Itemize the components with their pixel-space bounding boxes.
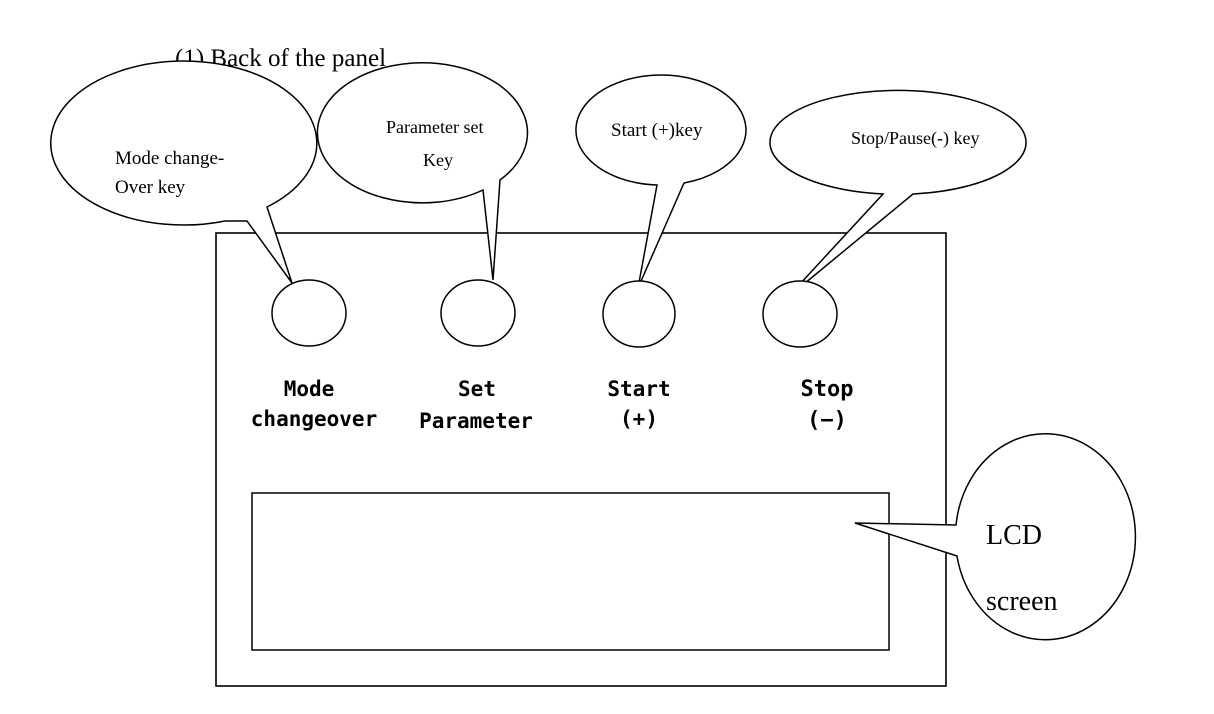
callout-start-label: Start (+)key	[611, 120, 703, 141]
callout-start-bubble	[575, 74, 747, 289]
callout-set-line2: Key	[423, 150, 453, 170]
callout-stop: Stop/Pause(-) key	[769, 89, 1027, 299]
callout-lcd-line1: LCD	[986, 520, 1042, 551]
callout-lcd: LCD screen	[854, 433, 1137, 641]
stop-button[interactable]	[762, 280, 838, 348]
callout-mode-line1: Mode change-	[115, 148, 224, 169]
start-button[interactable]	[602, 280, 676, 348]
lcd-screen	[251, 492, 890, 651]
mode-changeover-button[interactable]	[271, 279, 347, 347]
panel-body	[215, 232, 947, 687]
callout-set: Parameter set Key	[316, 62, 529, 281]
callout-set-bubble	[316, 62, 529, 281]
mode-button-label-line2: changeover	[251, 407, 377, 431]
callout-mode-line2: Over key	[115, 177, 186, 198]
callout-stop-label: Stop/Pause(-) key	[851, 128, 979, 149]
callout-lcd-line2: screen	[986, 586, 1058, 617]
set-button-label-line2: Parameter	[419, 409, 533, 433]
start-button-label-line2: (+)	[620, 407, 658, 431]
set-parameter-button[interactable]	[440, 279, 516, 347]
set-button-label-line1: Set	[458, 377, 496, 401]
callout-lcd-bubble	[854, 433, 1137, 641]
callout-stop-bubble	[769, 89, 1027, 299]
stop-button-label-line1: Stop	[801, 377, 854, 402]
start-button-label-line1: Start	[607, 377, 670, 401]
mode-button-label-line1: Mode	[284, 377, 335, 401]
callout-mode-bubble	[50, 60, 318, 284]
stop-button-label-line2: (−)	[807, 408, 847, 433]
callout-start: Start (+)key	[575, 74, 747, 289]
callout-set-line1: Parameter set	[386, 117, 483, 137]
callout-mode: Mode change- Over key	[50, 60, 318, 284]
